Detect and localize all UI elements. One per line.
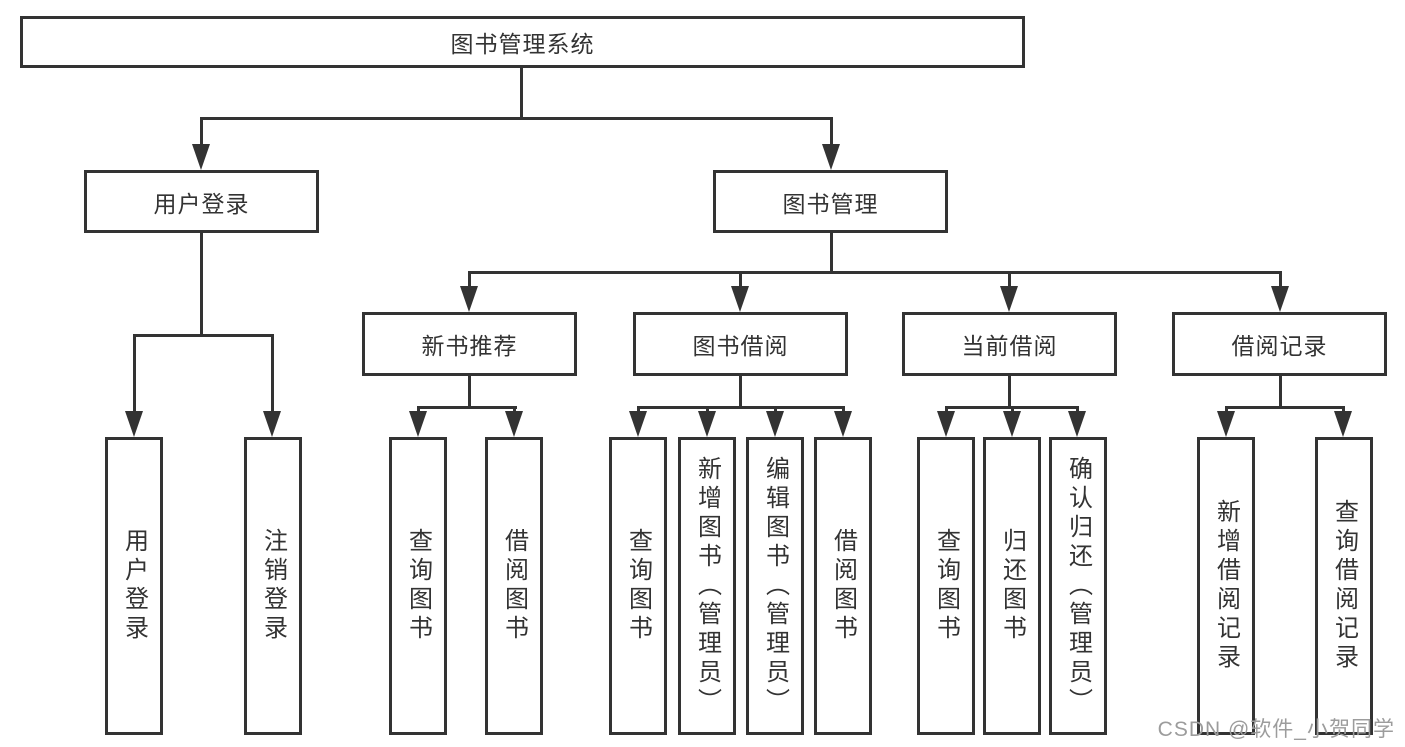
connector-line [271, 334, 274, 412]
arrowhead-down-icon [1334, 411, 1352, 437]
connector-line [520, 67, 523, 119]
connector-line [1011, 406, 1014, 414]
node-root-label: 图书管理系统 [450, 31, 595, 57]
leaf-query-book-2: 查询图书 [609, 437, 667, 735]
node-book-borrow-label: 图书借阅 [692, 333, 789, 359]
node-new-book-recommend: 新书推荐 [362, 312, 577, 376]
leaf-return-book: 归还图书 [983, 437, 1041, 735]
connector-line [468, 271, 1282, 274]
connector-line [1225, 406, 1344, 409]
leaf-borrow-book-2: 借阅图书 [814, 437, 872, 735]
arrowhead-down-icon [766, 411, 784, 437]
arrowhead-down-icon [125, 411, 143, 437]
connector-line [513, 406, 516, 414]
node-book-borrow: 图书借阅 [633, 312, 848, 376]
connector-line [133, 334, 274, 337]
node-user-login-label: 用户登录 [153, 190, 250, 217]
node-borrow-records-label: 借阅记录 [1231, 333, 1328, 359]
arrowhead-down-icon [834, 411, 852, 437]
arrowhead-down-icon [409, 411, 427, 437]
arrowhead-down-icon [1068, 411, 1086, 437]
node-current-borrow: 当前借阅 [902, 312, 1117, 376]
arrowhead-down-icon [1217, 411, 1235, 437]
leaf-query-book-1: 查询图书 [389, 437, 447, 735]
node-borrow-records: 借阅记录 [1172, 312, 1387, 376]
arrowhead-down-icon [937, 411, 955, 437]
connector-line [417, 406, 517, 409]
connector-line [842, 406, 845, 414]
connector-line [830, 117, 833, 147]
connector-line [200, 117, 203, 147]
arrowhead-down-icon [505, 411, 523, 437]
connector-line [1008, 271, 1011, 289]
leaf-add-borrow-record: 新增借阅记录 [1197, 437, 1255, 735]
node-user-login: 用户登录 [84, 170, 319, 233]
leaf-user-login: 用户登录 [105, 437, 163, 735]
node-current-borrow-label: 当前借阅 [961, 333, 1058, 359]
connector-line [637, 406, 844, 409]
node-book-management-label: 图书管理 [782, 190, 879, 217]
leaf-confirm-return-admin: 确认归还（管理员） [1049, 437, 1107, 735]
arrowhead-down-icon [698, 411, 716, 437]
connector-line [468, 271, 471, 289]
connector-line [637, 406, 640, 414]
leaf-query-borrow-record-label: 查询借阅记录 [1330, 499, 1358, 673]
node-root: 图书管理系统 [20, 16, 1025, 68]
leaf-logout: 注销登录 [244, 437, 302, 735]
arrowhead-down-icon [460, 286, 478, 312]
connector-line [1008, 376, 1011, 409]
leaf-borrow-book-1: 借阅图书 [485, 437, 543, 735]
connector-line [200, 233, 203, 337]
leaf-query-borrow-record: 查询借阅记录 [1315, 437, 1373, 735]
leaf-add-book-admin: 新增图书（管理员） [678, 437, 736, 735]
leaf-borrow-book-1-label: 借阅图书 [500, 528, 528, 644]
arrowhead-down-icon [192, 144, 210, 170]
leaf-user-login-label: 用户登录 [120, 528, 148, 644]
node-book-management: 图书管理 [713, 170, 948, 233]
arrowhead-down-icon [822, 144, 840, 170]
connector-line [200, 117, 832, 120]
connector-line [945, 406, 948, 414]
leaf-confirm-return-admin-label: 确认归还（管理员） [1064, 455, 1092, 717]
arrowhead-down-icon [629, 411, 647, 437]
connector-line [739, 376, 742, 409]
leaf-add-book-admin-label: 新增图书（管理员） [693, 455, 721, 717]
connector-line [1225, 406, 1228, 414]
connector-line [774, 406, 777, 414]
connector-line [1279, 271, 1282, 289]
arrowhead-down-icon [1000, 286, 1018, 312]
connector-line [739, 271, 742, 289]
node-new-book-recommend-label: 新书推荐 [421, 333, 518, 359]
connector-line [830, 233, 833, 273]
connector-line [1342, 406, 1345, 414]
arrowhead-down-icon [731, 286, 749, 312]
arrowhead-down-icon [1271, 286, 1289, 312]
arrowhead-down-icon [1003, 411, 1021, 437]
leaf-add-borrow-record-label: 新增借阅记录 [1212, 499, 1240, 673]
leaf-edit-book-admin: 编辑图书（管理员） [746, 437, 804, 735]
leaf-borrow-book-2-label: 借阅图书 [829, 528, 857, 644]
connector-line [468, 376, 471, 409]
leaf-query-book-2-label: 查询图书 [624, 528, 652, 644]
leaf-return-book-label: 归还图书 [998, 528, 1026, 644]
csdn-watermark: CSDN @软件_小贺同学 [1157, 718, 1395, 741]
connector-line [1279, 376, 1282, 409]
leaf-query-book-1-label: 查询图书 [404, 528, 432, 644]
connector-line [133, 334, 136, 412]
connector-line [706, 406, 709, 414]
leaf-edit-book-admin-label: 编辑图书（管理员） [761, 455, 789, 717]
leaf-query-book-3: 查询图书 [917, 437, 975, 735]
arrowhead-down-icon [263, 411, 281, 437]
connector-line [417, 406, 420, 414]
leaf-query-book-3-label: 查询图书 [932, 528, 960, 644]
leaf-logout-label: 注销登录 [259, 528, 287, 644]
connector-line [1076, 406, 1079, 414]
